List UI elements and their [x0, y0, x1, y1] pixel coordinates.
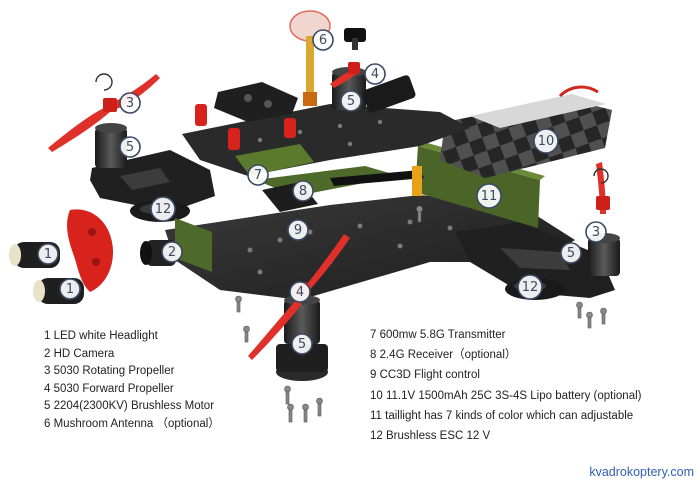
callout-taillight: 11 — [476, 183, 502, 209]
callout-number: 5 — [126, 140, 134, 155]
headlight-bracket — [67, 209, 114, 292]
callout-esc-right: 12 — [517, 274, 543, 300]
callout-number: 5 — [347, 94, 355, 109]
callout-number: 4 — [296, 285, 304, 300]
callout-circle — [59, 278, 81, 300]
motor-bottom — [276, 295, 328, 381]
legend-item: 8 2.4G Receiver（optional） — [370, 349, 517, 362]
callout-circle — [364, 63, 386, 85]
legend-item: 4 5030 Forward Propeller — [44, 382, 174, 395]
callout-number: 9 — [294, 223, 302, 238]
legend-item: 3 5030 Rotating Propeller — [44, 365, 175, 378]
legend-left: 1 LED white Headlight 2 HD Camera 3 5030… — [44, 328, 220, 434]
callout-number: 8 — [299, 184, 307, 199]
callout-number: 1 — [66, 282, 74, 297]
callout-transmitter: 7 — [247, 164, 269, 186]
callout-flight-control: 9 — [287, 219, 309, 241]
motor-left — [95, 123, 127, 168]
callout-receiver: 8 — [292, 180, 314, 202]
callout-circle — [585, 221, 607, 243]
callout-number: 3 — [592, 225, 600, 240]
callout-circle — [289, 281, 311, 303]
callout-number: 12 — [155, 202, 172, 217]
red-standoffs — [195, 104, 296, 150]
callout-circle — [37, 243, 59, 265]
callout-circle — [292, 180, 314, 202]
legend-item: 11 taillight has 7 kinds of color which … — [370, 409, 634, 422]
callout-circle — [247, 164, 269, 186]
callout-number: 5 — [567, 246, 575, 261]
legend-item: 2 HD Camera — [44, 347, 115, 360]
callout-motor-left: 5 — [119, 136, 141, 158]
screws — [235, 205, 607, 423]
callout-rotating-propeller-right: 3 — [585, 221, 607, 243]
callout-number: 2 — [168, 245, 176, 260]
callout-number: 4 — [371, 67, 379, 82]
callout-motor-right: 5 — [560, 242, 582, 264]
callout-motor-bottom: 5 — [291, 333, 313, 355]
callout-circle — [476, 183, 502, 209]
callout-number: 12 — [522, 280, 539, 295]
callout-motor-top: 5 — [340, 90, 362, 112]
callout-headlight-upper: 1 — [37, 243, 59, 265]
legend-item: 9 CC3D Flight control — [370, 369, 480, 382]
callout-circle — [533, 128, 559, 154]
legend-right: 7 600mw 5.8G Transmitter 8 2.4G Receiver… — [370, 325, 642, 446]
callout-headlight-lower: 1 — [59, 278, 81, 300]
callout-forward-propeller-bottom: 4 — [289, 281, 311, 303]
callout-circle — [150, 196, 176, 222]
callout-circle — [119, 136, 141, 158]
callout-number: 6 — [319, 33, 327, 48]
callout-circle — [517, 274, 543, 300]
propeller-top — [330, 62, 360, 88]
legend-item: 12 Brushless ESC 12 V — [370, 430, 491, 443]
callout-number: 1 — [44, 247, 52, 262]
callout-number: 5 — [298, 337, 306, 352]
callout-circle — [312, 29, 334, 51]
callout-forward-propeller-top: 4 — [364, 63, 386, 85]
callout-number: 11 — [481, 189, 498, 204]
callout-circle — [161, 241, 183, 263]
lipo-battery — [440, 85, 612, 178]
callout-battery: 10 — [533, 128, 559, 154]
callout-number: 3 — [126, 96, 134, 111]
callout-number: 7 — [254, 168, 262, 183]
legend-item: 1 LED white Headlight — [44, 330, 158, 342]
callout-circle — [340, 90, 362, 112]
callout-camera: 2 — [161, 241, 183, 263]
callout-rotating-propeller-left: 3 — [119, 92, 141, 114]
watermark: kvadrokoptery.com — [589, 465, 694, 479]
callout-circle — [291, 333, 313, 355]
legend-item: 6 Mushroom Antenna （optional） — [44, 417, 220, 430]
legend-item: 7 600mw 5.8G Transmitter — [370, 329, 506, 341]
legend-item: 10 11.1V 1500mAh 25C 3S-4S Lipo battery … — [370, 389, 642, 402]
callout-circle — [287, 219, 309, 241]
callout-circle — [119, 92, 141, 114]
top-mount-plate — [214, 82, 298, 122]
propeller-right — [593, 162, 610, 214]
screw-rail — [330, 166, 424, 196]
antenna-cap — [344, 28, 366, 50]
callout-circle — [560, 242, 582, 264]
callout-antenna: 6 — [312, 29, 334, 51]
arm-right — [455, 222, 615, 298]
callout-number: 10 — [538, 134, 555, 149]
legend-item: 5 2204(2300KV) Brushless Motor — [44, 400, 215, 413]
mushroom-antenna — [289, 10, 331, 106]
callout-esc-left: 12 — [150, 196, 176, 222]
